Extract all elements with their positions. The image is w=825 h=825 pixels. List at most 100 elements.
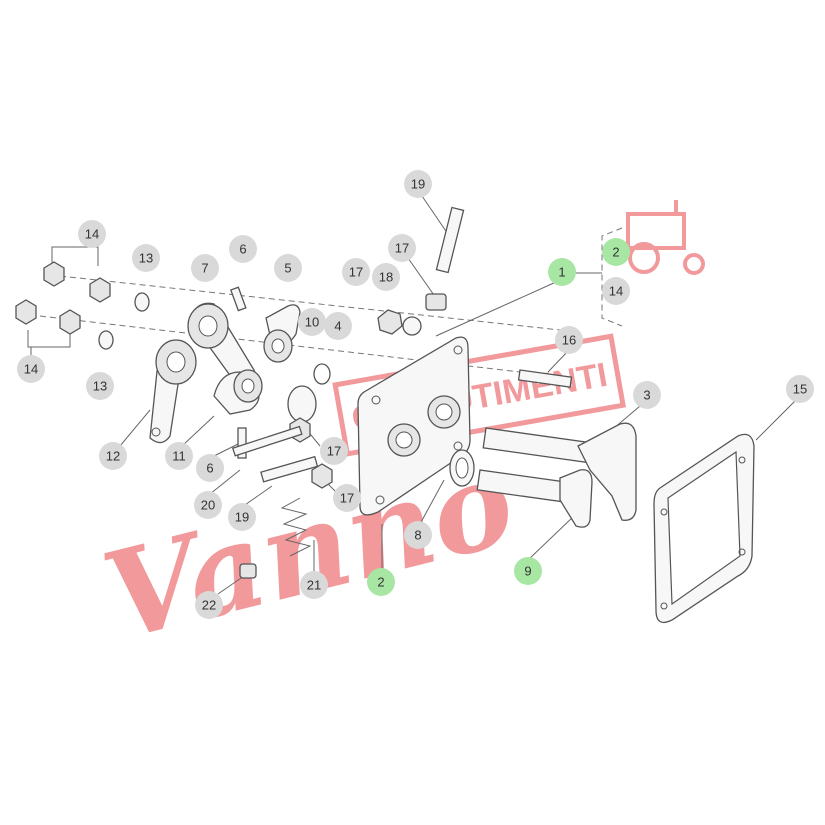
callout-label: 12 xyxy=(106,449,120,464)
nut-14-c xyxy=(15,299,37,325)
nut-17-upper xyxy=(377,309,403,335)
callout-label: 2 xyxy=(377,575,384,590)
callout-circle xyxy=(86,372,114,400)
callout-13: 13 xyxy=(132,244,160,272)
callout-label: 21 xyxy=(307,578,321,593)
callout-label: 13 xyxy=(139,251,153,266)
callout-circle xyxy=(196,454,224,482)
bushing-22 xyxy=(239,563,257,579)
callout-16: 16 xyxy=(555,326,583,354)
callout-17: 17 xyxy=(333,484,361,512)
callout-label: 1 xyxy=(558,265,565,280)
callout-circle xyxy=(320,437,348,465)
callout-label: 17 xyxy=(340,491,354,506)
callout-circle xyxy=(404,170,432,198)
callout-2: 2 xyxy=(367,568,395,596)
callout-14: 14 xyxy=(78,220,106,248)
callout-label: 10 xyxy=(305,315,319,330)
callout-circle xyxy=(372,263,400,291)
callout-circle xyxy=(548,258,576,286)
callout-label: 19 xyxy=(411,177,425,192)
callout-label: 14 xyxy=(85,227,99,242)
shaft-3 xyxy=(482,422,637,521)
callout-7: 7 xyxy=(191,254,219,282)
callout-label: 17 xyxy=(327,444,341,459)
callout-19: 19 xyxy=(404,170,432,198)
nut-17-lower xyxy=(311,463,333,489)
clip-10 xyxy=(287,385,317,423)
callout-label: 17 xyxy=(349,265,363,280)
callout-circle xyxy=(298,308,326,336)
callout-label: 15 xyxy=(793,382,807,397)
callout-circle xyxy=(514,557,542,585)
callout-label: 19 xyxy=(235,510,249,525)
callout-circle xyxy=(300,571,328,599)
callout-label: 16 xyxy=(562,333,576,348)
callout-1: 1 xyxy=(548,258,576,286)
callout-label: 20 xyxy=(201,498,215,513)
callout-circle xyxy=(132,244,160,272)
callout-circle xyxy=(555,326,583,354)
lever-7 xyxy=(187,302,257,393)
callout-label: 7 xyxy=(201,261,208,276)
parts xyxy=(15,206,755,624)
callout-15: 15 xyxy=(786,375,814,403)
callout-circle xyxy=(229,235,257,263)
callout-14: 14 xyxy=(17,355,45,383)
callout-circle xyxy=(342,258,370,286)
callout-label: 2 xyxy=(612,245,619,260)
callout-circle xyxy=(602,238,630,266)
callout-circle xyxy=(195,591,223,619)
callout-21: 21 xyxy=(300,571,328,599)
callout-label: 5 xyxy=(284,261,291,276)
fork-11 xyxy=(213,369,263,415)
callout-20: 20 xyxy=(194,491,222,519)
nut-14-d xyxy=(59,309,81,335)
callout-circle xyxy=(78,220,106,248)
washer-18 xyxy=(402,316,422,336)
callout-circle xyxy=(786,375,814,403)
callout-circle xyxy=(388,234,416,262)
callout-label: 6 xyxy=(239,242,246,257)
callout-label: 9 xyxy=(524,564,531,579)
callout-label: 14 xyxy=(24,362,38,377)
gasket-15 xyxy=(653,433,755,624)
tractor-icon xyxy=(626,200,705,275)
callout-circle xyxy=(274,254,302,282)
pin-19-lower xyxy=(260,455,319,483)
callout-6: 6 xyxy=(229,235,257,263)
callout-label: 18 xyxy=(379,270,393,285)
callout-circle xyxy=(17,355,45,383)
callout-8: 8 xyxy=(404,521,432,549)
callout-12: 12 xyxy=(99,442,127,470)
callout-19: 19 xyxy=(228,503,256,531)
pin-6-upper xyxy=(229,286,247,312)
bush-17-upper xyxy=(425,293,447,311)
callout-circle xyxy=(633,381,661,409)
callout-2: 2 xyxy=(602,238,630,266)
shaft-9 xyxy=(476,469,593,528)
callout-circle xyxy=(333,484,361,512)
callout-6: 6 xyxy=(196,454,224,482)
pin-6-lower xyxy=(237,427,247,459)
callout-circle xyxy=(191,254,219,282)
callout-9: 9 xyxy=(514,557,542,585)
callout-label: 11 xyxy=(172,449,186,464)
callout-17: 17 xyxy=(388,234,416,262)
callout-circle xyxy=(228,503,256,531)
callout-11: 11 xyxy=(165,442,193,470)
callout-label: 6 xyxy=(206,461,213,476)
callout-circle xyxy=(194,491,222,519)
pin-16 xyxy=(517,369,573,388)
lever-12 xyxy=(149,339,197,444)
oring-4 xyxy=(313,363,331,385)
callout-14: 14 xyxy=(602,277,630,305)
callout-22: 22 xyxy=(195,591,223,619)
callout-17: 17 xyxy=(320,437,348,465)
washer-13-a xyxy=(134,292,150,312)
callout-circle xyxy=(324,312,352,340)
fork-5 xyxy=(263,304,301,363)
spring-21 xyxy=(280,497,312,557)
callout-circle xyxy=(602,277,630,305)
nut-14-b xyxy=(89,277,111,303)
